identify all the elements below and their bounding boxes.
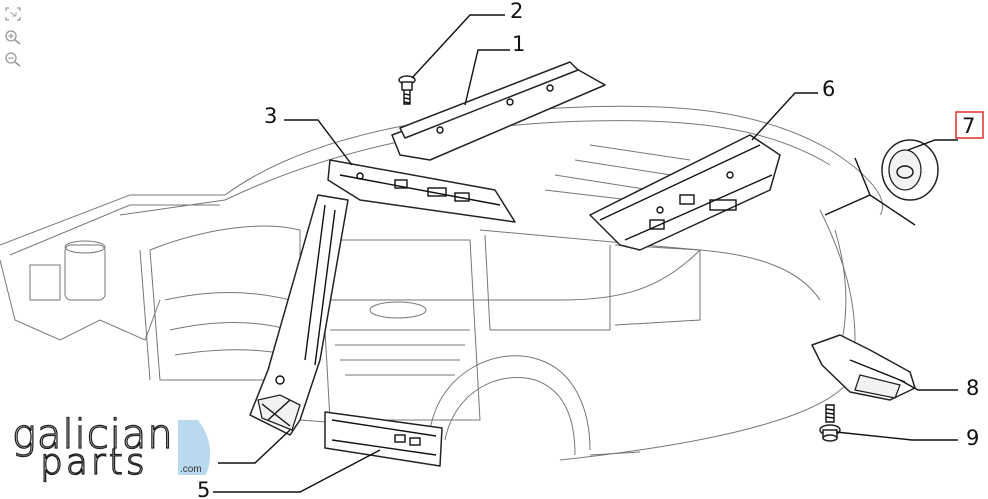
callout-5[interactable]: 5	[197, 478, 210, 499]
logo-line1: galician	[12, 412, 174, 458]
part-sill-panel[interactable]	[324, 411, 443, 467]
logo-suffix: .com	[180, 464, 202, 475]
zoom-in-icon[interactable]	[4, 29, 22, 45]
logo-accent-shape	[178, 420, 211, 475]
callout-8[interactable]: 8	[966, 376, 979, 400]
callout-6[interactable]: 6	[822, 77, 835, 101]
callout-1[interactable]: 1	[512, 32, 525, 56]
logo-line2: parts	[40, 442, 148, 483]
part-5-b-pillar[interactable]	[249, 194, 349, 436]
part-7-cap[interactable]	[881, 139, 939, 201]
callout-7[interactable]: 7	[962, 114, 975, 138]
part-7-locator-lines	[824, 157, 916, 226]
callout-2[interactable]: 2	[510, 0, 523, 23]
callout-3[interactable]: 3	[264, 104, 277, 128]
part-6-rear-cross-member[interactable]	[589, 134, 781, 251]
part-8-bracket[interactable]	[811, 334, 916, 401]
callout-9[interactable]: 9	[966, 426, 979, 450]
part-3-cross-member[interactable]	[327, 159, 516, 223]
part-2-bolt[interactable]	[398, 75, 416, 105]
car-body-outline	[0, 105, 883, 461]
part-9-bolt[interactable]	[819, 404, 841, 442]
leader-lines	[213, 14, 958, 493]
part-1-roof-rail[interactable]	[391, 61, 606, 161]
callout-7-highlight	[955, 111, 984, 139]
fit-screen-icon[interactable]	[4, 6, 22, 22]
zoom-out-icon[interactable]	[4, 51, 22, 67]
galicianparts-logo: galician parts .com	[11, 411, 211, 484]
